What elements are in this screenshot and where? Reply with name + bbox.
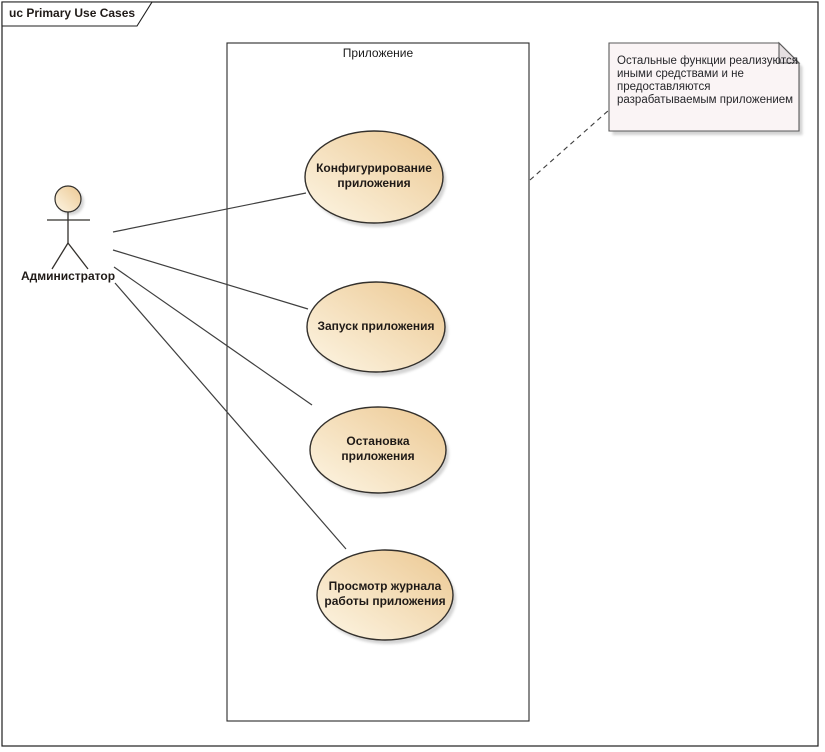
actor-right-leg [67, 242, 89, 270]
note-text-line: Остальные функции реализуются [617, 55, 798, 67]
usecase-label-line: Просмотр журнала [328, 579, 442, 593]
note-folded-corner-icon [778, 41, 801, 64]
usecase-label-line: работы приложения [324, 594, 446, 608]
actor-head [54, 185, 82, 213]
association-configure [112, 192, 307, 233]
association-stop [113, 266, 313, 406]
frame-title-tab[interactable] [1, 1, 153, 27]
frame-title: uc Primary Use Cases [9, 6, 136, 20]
usecase-label-stop: Остановка приложения [298, 434, 458, 464]
note-text: Остальные функции реализуются иными сред… [617, 55, 799, 107]
association-start [112, 249, 309, 310]
usecase-label-configure: Конфигурирование приложения [294, 161, 454, 191]
usecase-label-line: Остановка [346, 434, 410, 448]
usecase-label-line: приложения [341, 449, 415, 463]
usecase-label-line: приложения [337, 176, 411, 190]
note-text-line: иными средствами и не [617, 68, 744, 80]
usecase-label-start: Запуск приложения [296, 319, 456, 334]
actor-label: Администратор [20, 269, 116, 283]
usecase-view-log[interactable] [316, 549, 454, 641]
usecase-configure-application[interactable] [304, 130, 444, 224]
system-boundary-label: Приложение [342, 46, 414, 60]
usecase-label-view-log: Просмотр журнала работы приложения [305, 579, 465, 609]
usecase-label-line: Запуск приложения [317, 319, 435, 333]
actor-administrator[interactable] [47, 185, 90, 270]
note-text-line: разрабатываемым приложением [617, 94, 794, 106]
association-view-log [114, 282, 347, 550]
usecase-stop-application[interactable] [309, 406, 447, 494]
actor-left-leg [51, 242, 69, 270]
usecase-start-application[interactable] [306, 281, 446, 373]
note-text-line: предоставляются [617, 81, 711, 93]
note-shape[interactable] [608, 41, 803, 135]
usecase-label-line: Конфигурирование [316, 161, 432, 175]
